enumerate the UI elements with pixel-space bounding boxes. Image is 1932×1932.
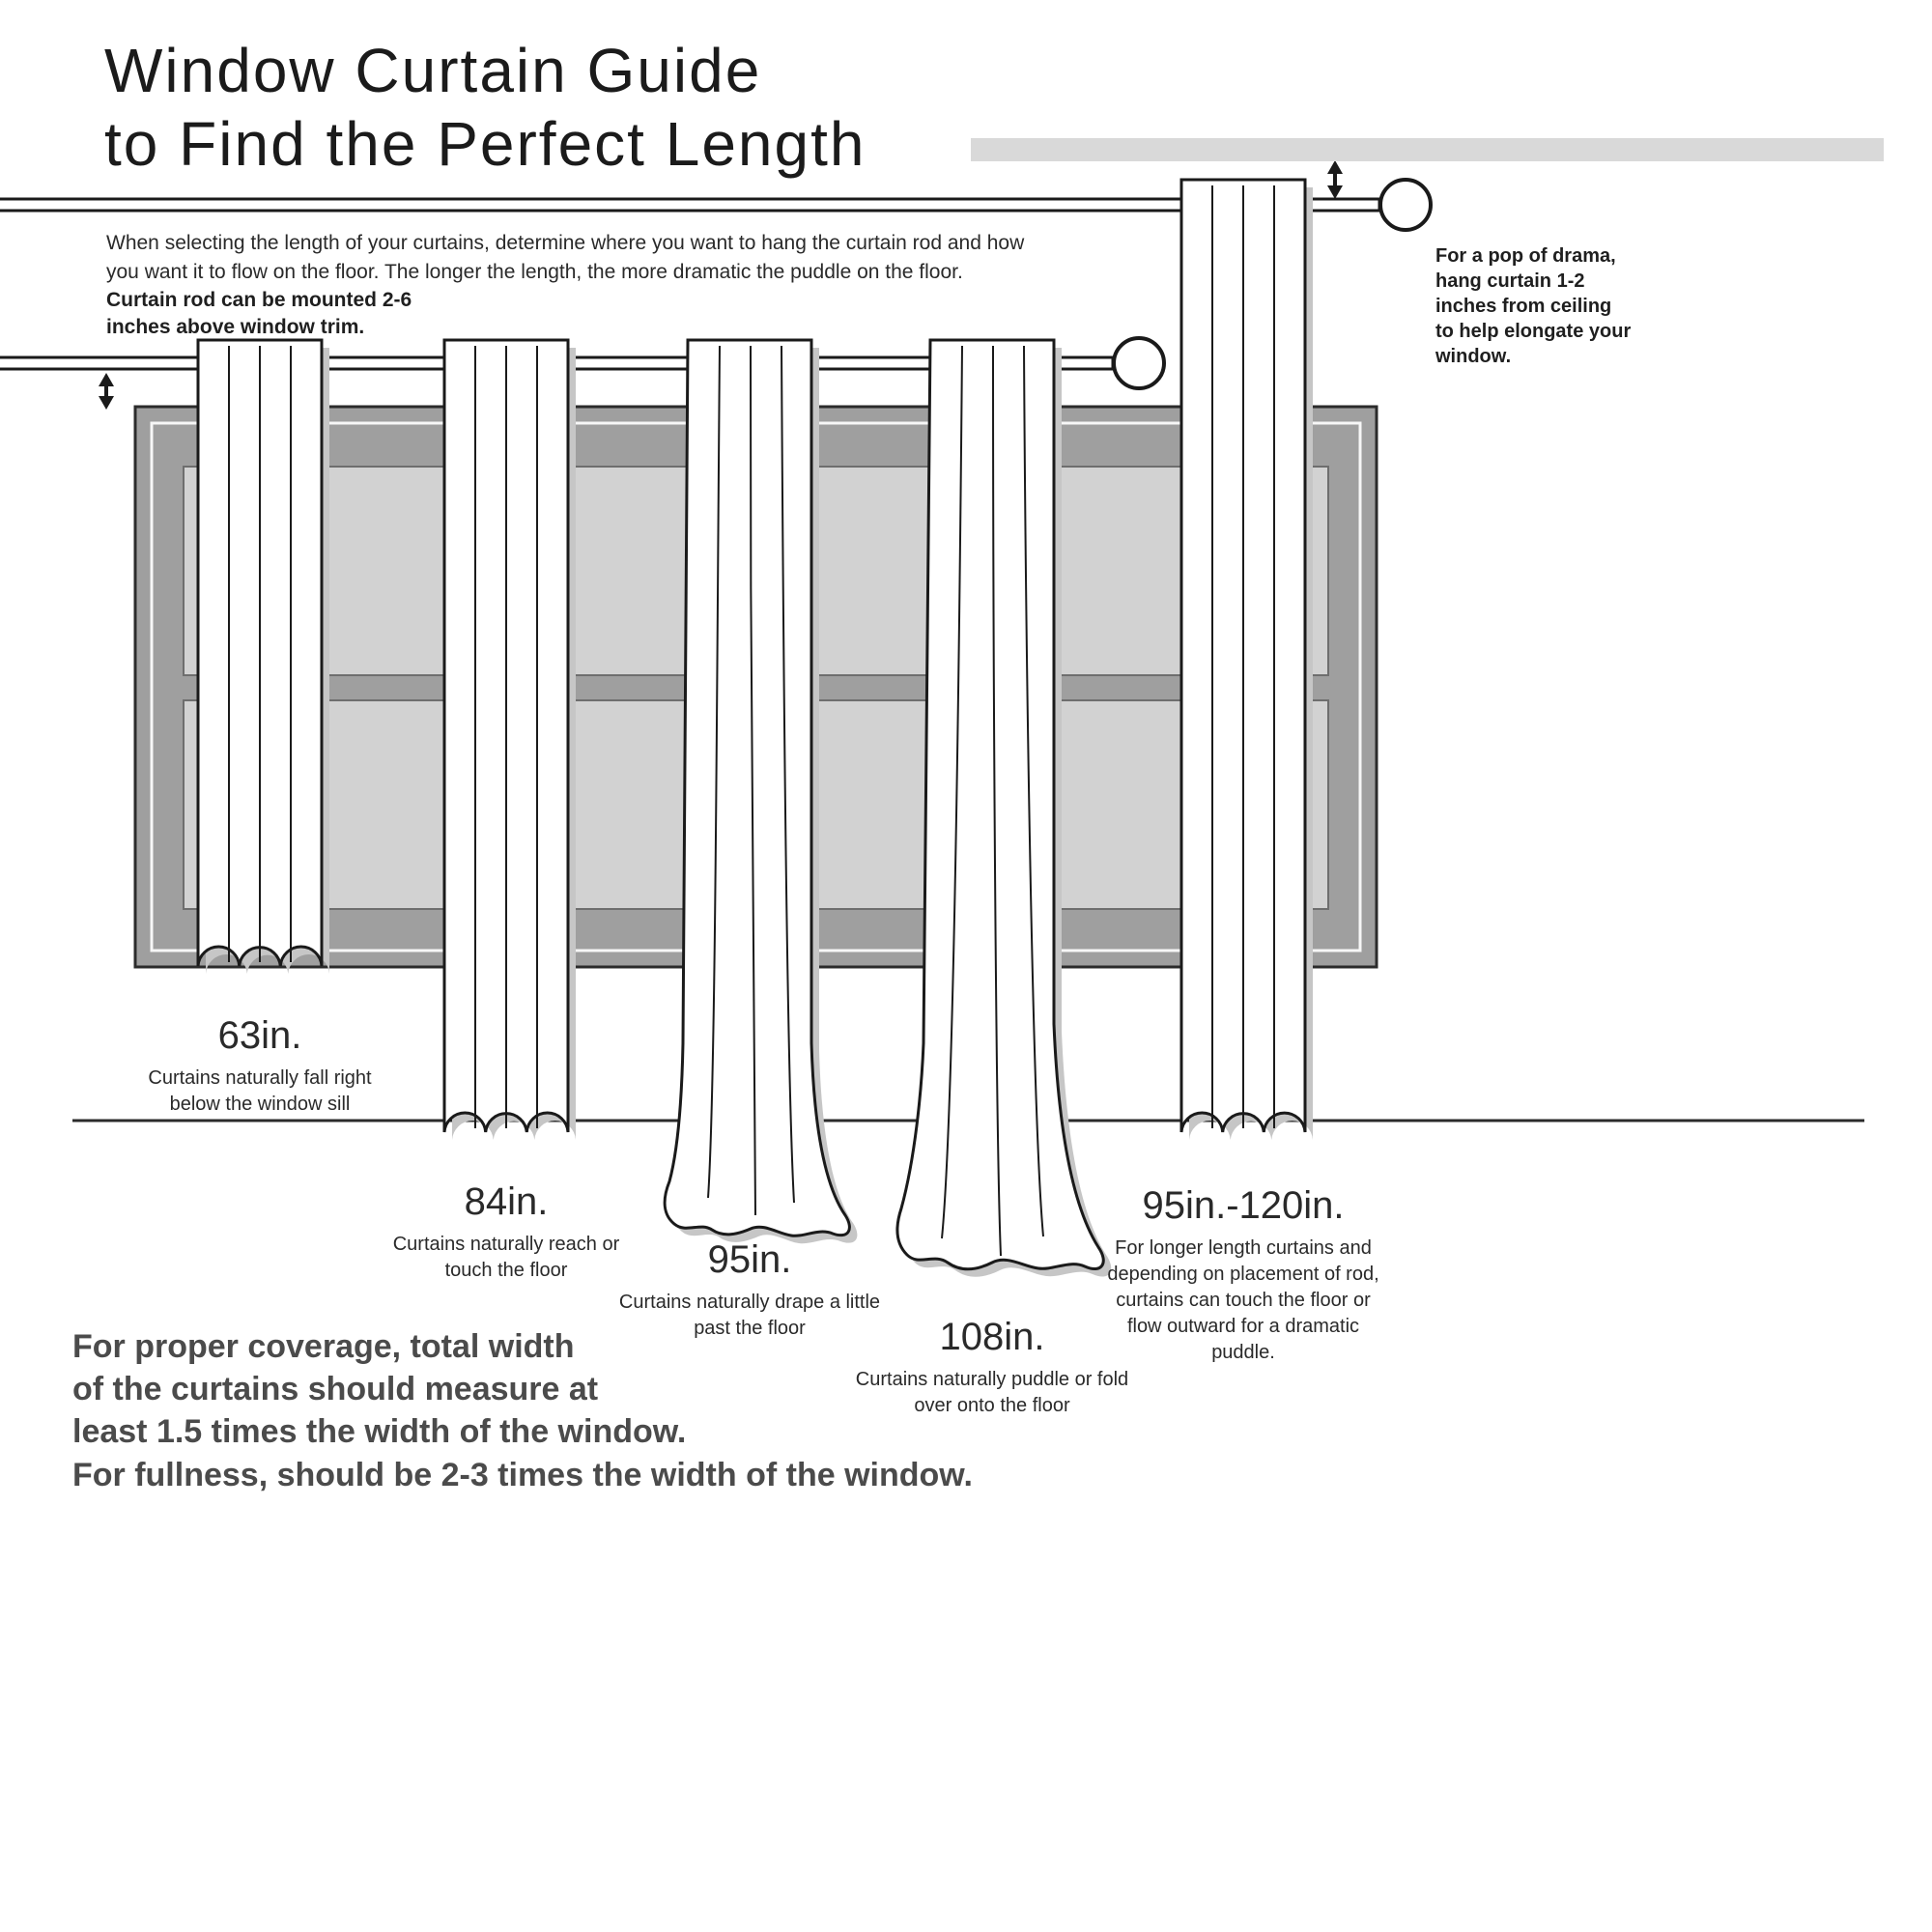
length-108in-caption: Curtains naturally puddle or fold over o… <box>855 1369 1129 1416</box>
ceiling-curtain-rod <box>0 178 1433 232</box>
coverage-note-line1: For proper coverage, total width <box>72 1328 575 1365</box>
length-108in-label: 108in. <box>939 1316 1045 1358</box>
page-title: Window Curtain Guide to Find the Perfect… <box>104 35 866 181</box>
intro-paragraph: When selecting the length of your curtai… <box>106 232 1025 283</box>
curtain-95in <box>663 338 858 1244</box>
rod-mount-note: Curtain rod can be mounted 2-6 inches ab… <box>106 289 412 339</box>
curtain-108in <box>895 338 1112 1277</box>
length-84in-caption: Curtains naturally reach or touch the fl… <box>392 1234 620 1281</box>
length-95-120in-label: 95in.-120in. <box>1142 1184 1345 1227</box>
ceiling-gap-arrow-icon <box>1327 160 1343 199</box>
length-95in-label: 95in. <box>707 1238 792 1281</box>
length-95-120in-block: 95in.-120in. For longer length curtains … <box>1079 1184 1407 1366</box>
length-108in-block: 108in. Curtains naturally puddle or fold… <box>828 1316 1156 1419</box>
page-title-line1: Window Curtain Guide <box>104 36 762 105</box>
page-title-line2: to Find the Perfect Length <box>104 108 867 179</box>
rod-mount-gap-arrow-icon <box>99 373 114 410</box>
coverage-note: For proper coverage, total width of the … <box>72 1325 1232 1496</box>
ceiling-rod-finial <box>1378 178 1433 232</box>
length-95in-block: 95in. Curtains naturally drape a little … <box>585 1238 914 1342</box>
curtain-63in <box>196 338 329 974</box>
coverage-note-line3: least 1.5 times the width of the window. <box>72 1413 687 1451</box>
ceiling-bar <box>971 138 1884 161</box>
length-84in-label: 84in. <box>464 1180 549 1223</box>
main-rod-finial <box>1112 336 1166 390</box>
curtain-95-120in <box>1179 178 1313 1140</box>
length-63in-block: 63in. Curtains naturally fall right belo… <box>96 1014 424 1118</box>
coverage-note-line4: For fullness, should be 2-3 times the wi… <box>72 1456 973 1493</box>
ceiling-hang-note: For a pop of drama, hang curtain 1-2 inc… <box>1435 245 1632 367</box>
length-63in-caption: Curtains naturally fall right below the … <box>148 1067 372 1115</box>
curtain-84in <box>442 338 576 1140</box>
coverage-note-line2: of the curtains should measure at <box>72 1371 599 1408</box>
length-84in-block: 84in. Curtains naturally reach or touch … <box>342 1180 670 1284</box>
length-63in-label: 63in. <box>217 1014 302 1057</box>
length-95in-caption: Curtains naturally drape a little past t… <box>618 1292 881 1339</box>
length-95-120in-caption: For longer length curtains and depending… <box>1107 1237 1379 1363</box>
